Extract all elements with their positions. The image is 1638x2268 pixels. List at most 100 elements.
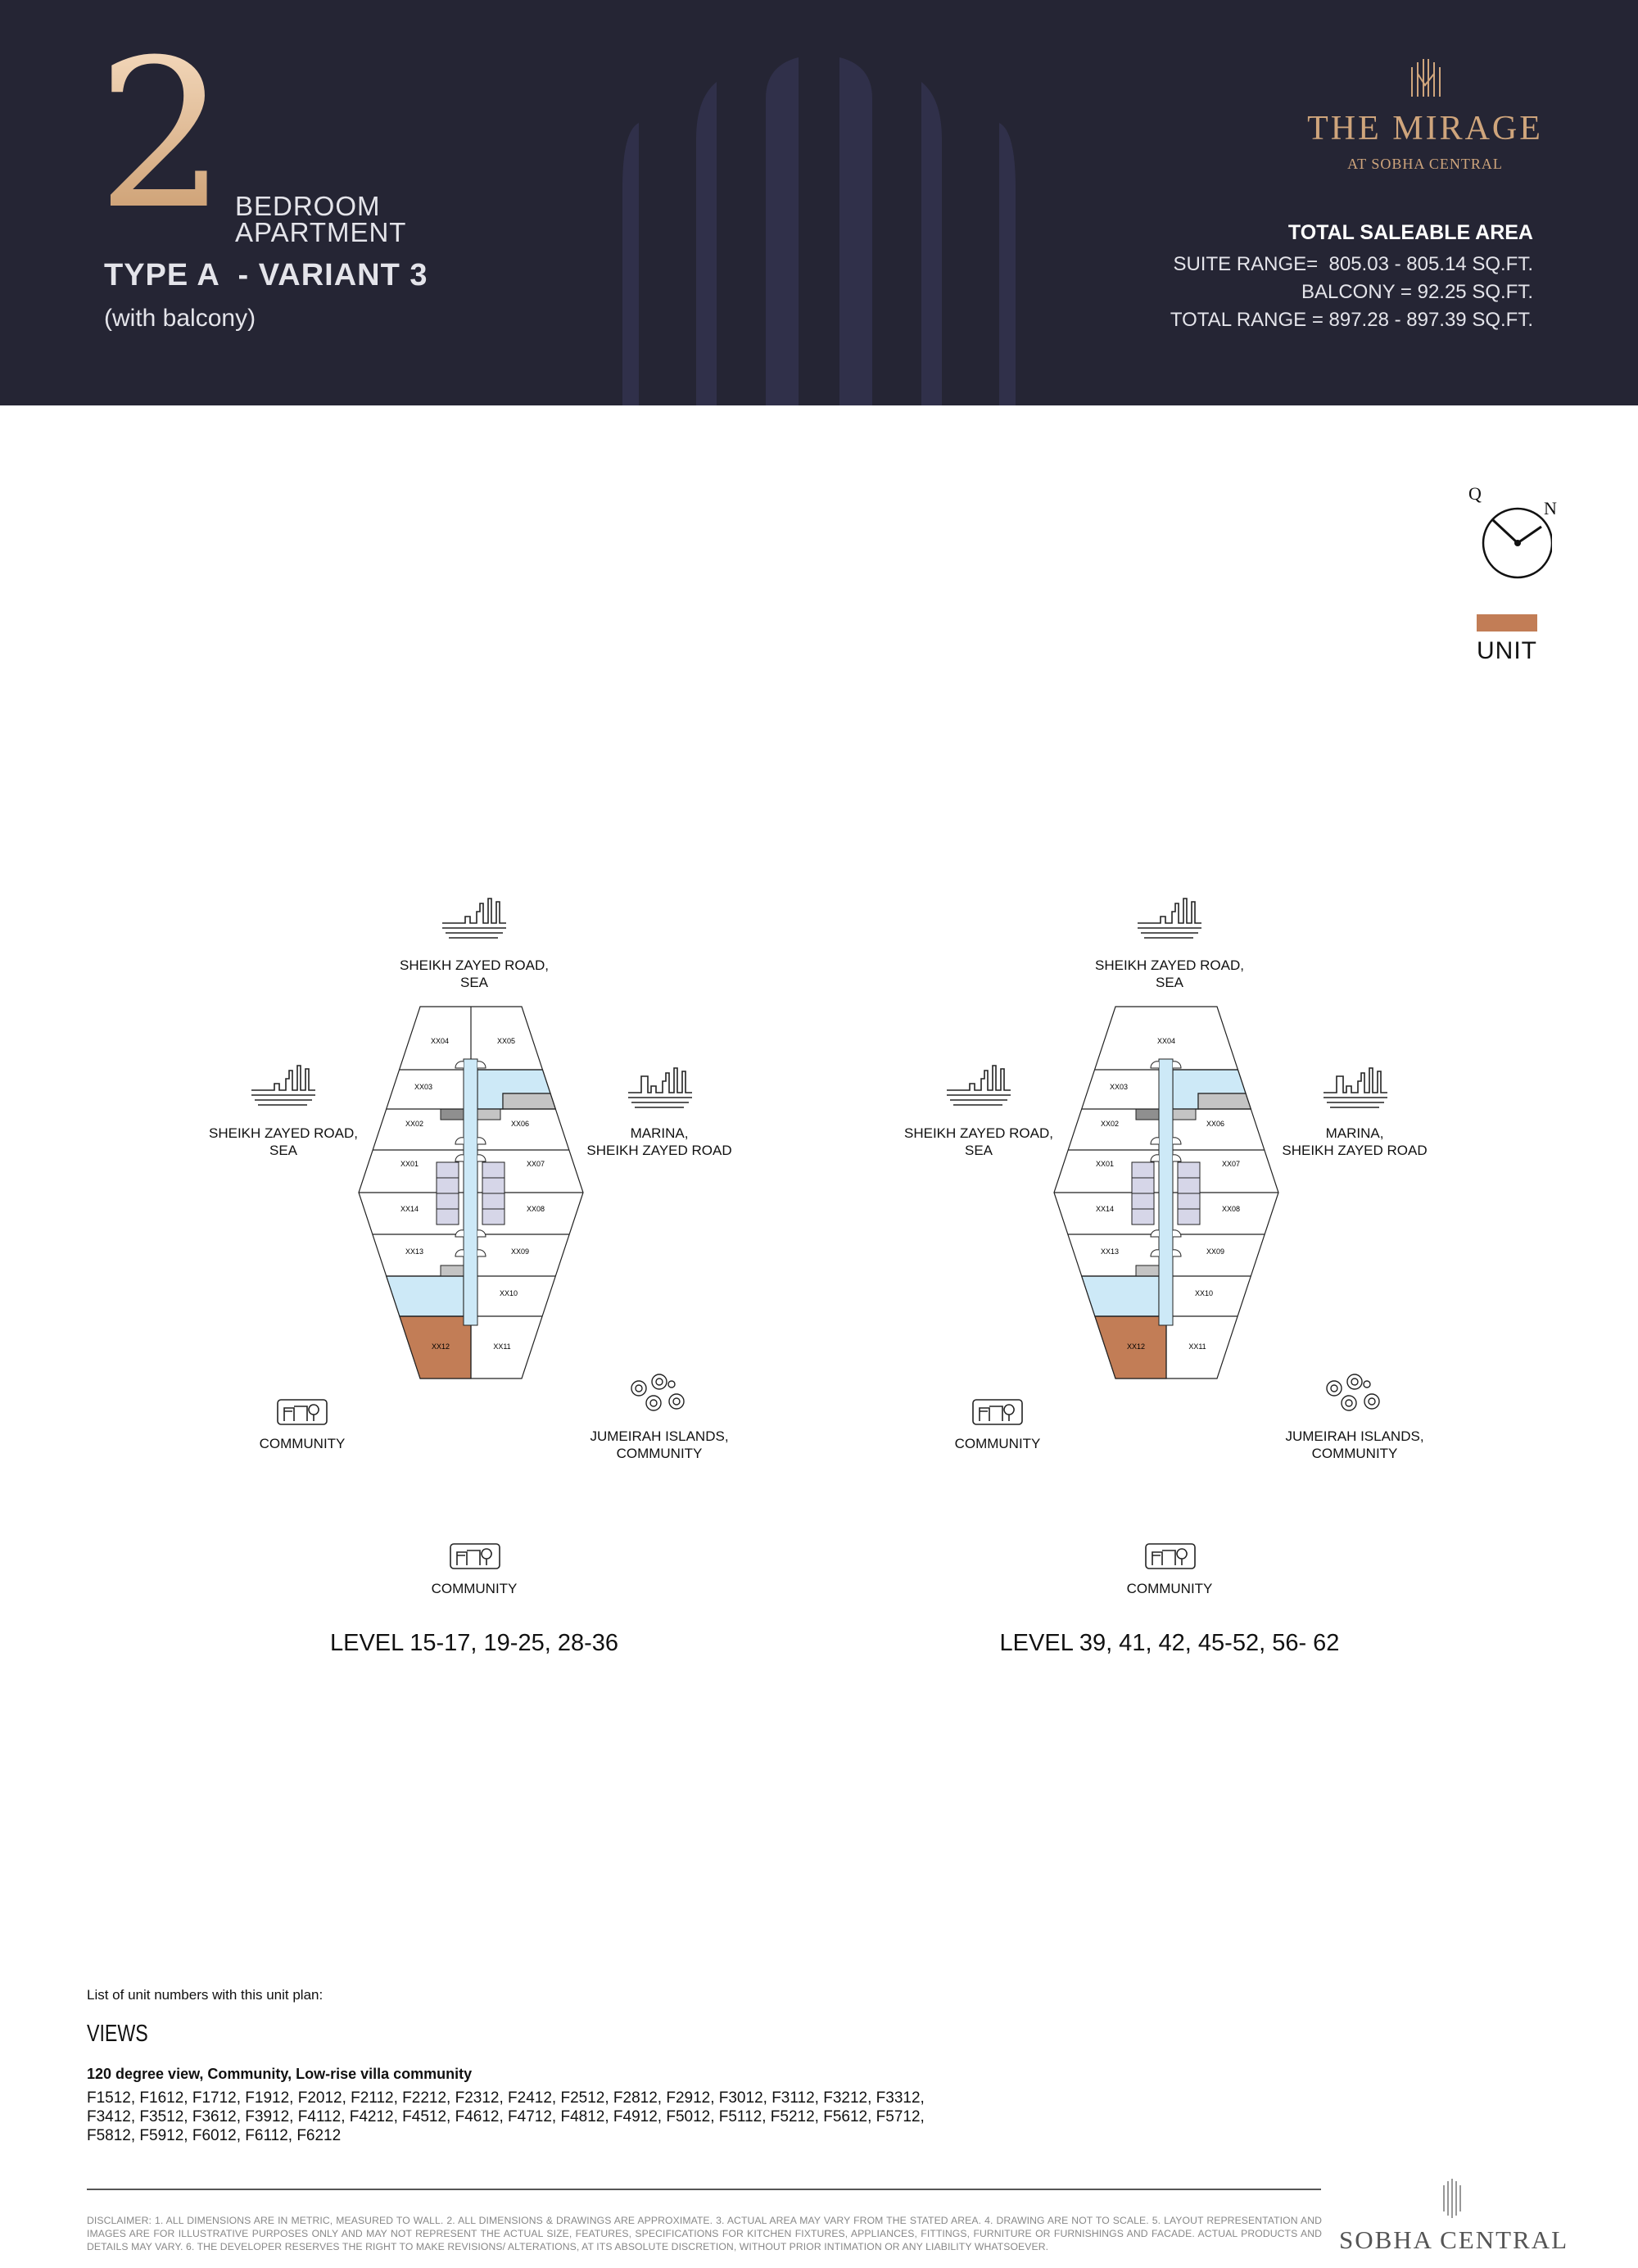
mirage-logo-icon: [1411, 59, 1441, 97]
unit-type: TYPE A - VARIANT 3: [104, 258, 428, 292]
unit-legend-label: UNIT: [1477, 637, 1537, 664]
unit-label: XX07: [1222, 1160, 1240, 1168]
view-label-lower-left: COMMUNITY: [891, 1435, 1104, 1452]
skyline-icon: [947, 1065, 1011, 1106]
skyline-icon: [251, 1065, 315, 1106]
lift: [1177, 1161, 1201, 1179]
area-title: TOTAL SALEABLE AREA: [1287, 221, 1533, 244]
lift: [1177, 1208, 1201, 1225]
view-label-line: SHEIKH ZAYED ROAD,: [1095, 957, 1244, 973]
unit-numbers-line: F5812, F5912, F6012, F6112, F6212: [87, 2127, 342, 2144]
unit-label: XX08: [527, 1205, 545, 1213]
brand-title: THE MIRAGE: [1307, 110, 1543, 147]
view-label-right: MARINA, SHEIKH ZAYED ROAD: [1248, 1125, 1461, 1159]
view-label-bottom: COMMUNITY: [1063, 1580, 1276, 1597]
unit-label: XX04: [431, 1037, 449, 1045]
unit-label: XX04: [1157, 1037, 1175, 1045]
lift: [482, 1208, 505, 1225]
header-banner: 2 BEDROOM APARTMENT TYPE A - VARIANT 3 (…: [0, 0, 1638, 405]
community-icon: [450, 1543, 500, 1569]
brand-subtitle: AT SOBHA CENTRAL: [1347, 156, 1503, 172]
unit-label: XX02: [405, 1120, 423, 1128]
bedroom-label: BEDROOM: [235, 191, 381, 221]
view-label-line: COMMUNITY: [1311, 1446, 1398, 1461]
total-range: TOTAL RANGE = 897.28 - 897.39 SQ.FT.: [1170, 309, 1533, 331]
view-label-line: JUMEIRAH ISLANDS,: [590, 1428, 729, 1444]
unit-label: XX12: [1127, 1342, 1145, 1351]
unit-label: XX03: [1110, 1083, 1128, 1091]
view-label-line: COMMUNITY: [259, 1436, 346, 1451]
view-label-line: SEA: [964, 1143, 993, 1158]
view-label-line: JUMEIRAH ISLANDS,: [1285, 1428, 1424, 1444]
unit-label: XX06: [1206, 1120, 1224, 1128]
units-list-intro: List of unit numbers with this unit plan…: [87, 1987, 324, 2003]
compass-q: Q: [1468, 483, 1482, 504]
marina-skyline-icon: [628, 1067, 692, 1108]
lift: [1177, 1177, 1201, 1194]
view-label-line: SHEIKH ZAYED ROAD: [1282, 1143, 1428, 1158]
service-shaft: [1135, 1265, 1160, 1277]
service-shaft: [1172, 1108, 1197, 1120]
view-description: 120 degree view, Community, Low-rise vil…: [87, 2066, 473, 2082]
unit-label: XX11: [493, 1342, 510, 1351]
unit-label: XX14: [400, 1205, 419, 1213]
compass-n: N: [1544, 498, 1557, 518]
unit-label: XX01: [1096, 1160, 1114, 1168]
islands-icon: [1326, 1374, 1380, 1411]
view-label-line: SHEIKH ZAYED ROAD,: [209, 1125, 358, 1141]
view-label-left: SHEIKH ZAYED ROAD, SEA: [177, 1125, 390, 1159]
suite-range: SUITE RANGE= 805.03 - 805.14 SQ.FT.: [1173, 253, 1533, 275]
unit-label: XX09: [511, 1247, 529, 1256]
view-label-line: MARINA,: [630, 1125, 689, 1141]
view-label-line: SEA: [1155, 975, 1184, 990]
sobha-central-brand: SOBHA CENTRAL: [1338, 2225, 1569, 2254]
lift: [1131, 1161, 1155, 1179]
lift: [1131, 1208, 1155, 1225]
view-label-lower-right: JUMEIRAH ISLANDS, COMMUNITY: [1248, 1428, 1461, 1462]
service-area: [1197, 1093, 1252, 1110]
unit-legend-swatch: [1477, 614, 1537, 632]
disclaimer: DISCLAIMER: 1. ALL DIMENSIONS ARE IN MET…: [87, 2215, 1322, 2252]
unit-label: XX09: [1206, 1247, 1224, 1256]
compass-dial-icon: [1482, 507, 1552, 579]
view-label-line: MARINA,: [1325, 1125, 1384, 1141]
compass: Q N: [1462, 483, 1557, 582]
view-label-line: COMMUNITY: [431, 1581, 518, 1596]
unit-label: XX10: [500, 1289, 518, 1297]
level-label: LEVEL 15-17, 19-25, 28-36: [329, 1630, 618, 1656]
balcony-note: (with balcony): [104, 305, 256, 332]
unit-label: XX07: [527, 1160, 545, 1168]
service-shaft: [1135, 1108, 1160, 1120]
marina-skyline-icon: [1324, 1067, 1387, 1108]
unit-label: XX08: [1222, 1205, 1240, 1213]
apartment-label: APARTMENT: [235, 217, 407, 247]
community-icon: [1145, 1543, 1196, 1569]
lift: [1131, 1193, 1155, 1210]
unit-label: XX06: [511, 1120, 529, 1128]
view-label-line: SEA: [459, 975, 489, 990]
unit-numbers: F1512, F1612, F1712, F1912, F2012, F2112…: [87, 2089, 925, 2145]
view-label-line: COMMUNITY: [616, 1446, 703, 1461]
view-label-lower-right: JUMEIRAH ISLANDS, COMMUNITY: [553, 1428, 766, 1462]
sobha-logo-icon: [1443, 2179, 1461, 2218]
lift: [1131, 1177, 1155, 1194]
unit-label: XX05: [497, 1037, 515, 1045]
lift: [1177, 1193, 1201, 1210]
view-label-left: SHEIKH ZAYED ROAD,SEA: [872, 1125, 1085, 1159]
unit-label: XX03: [414, 1083, 432, 1091]
unit-label: XX10: [1195, 1289, 1213, 1297]
divider: [87, 2189, 1321, 2190]
unit-label: XX01: [400, 1160, 419, 1168]
skyline-icon: [442, 898, 506, 939]
corridor: [463, 1058, 478, 1326]
view-label-lower-left: COMMUNITY: [196, 1435, 409, 1452]
unit-label: XX13: [1101, 1247, 1119, 1256]
islands-icon: [631, 1374, 685, 1411]
view-label-line: SEA: [269, 1143, 298, 1158]
view-label-line: COMMUNITY: [954, 1436, 1041, 1451]
balcony-area: BALCONY = 92.25 SQ.FT.: [1301, 281, 1533, 303]
decorative-arches: [622, 57, 1016, 405]
view-label-right: MARINA,SHEIKH ZAYED ROAD: [553, 1125, 766, 1159]
